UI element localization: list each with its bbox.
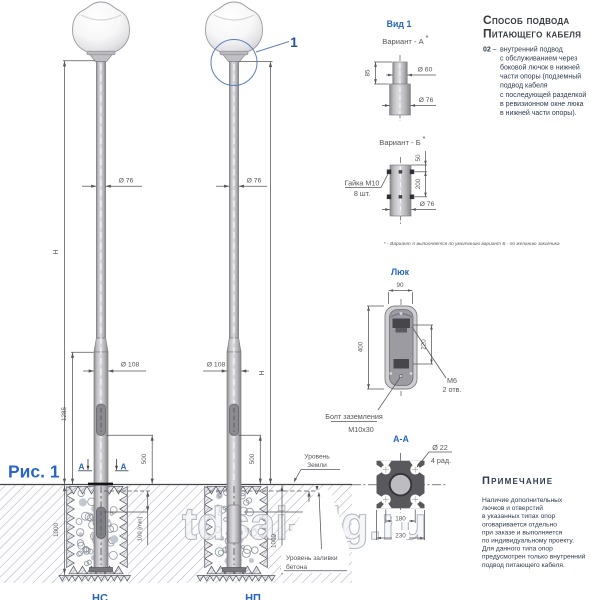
- svg-text:50: 50: [415, 154, 422, 162]
- svg-text:подвод кабеля: подвод кабеля: [500, 82, 548, 90]
- svg-text:М10х30: М10х30: [348, 425, 374, 434]
- svg-text:НС: НС: [92, 593, 108, 600]
- svg-text:1: 1: [290, 35, 298, 50]
- svg-text:Ø 76: Ø 76: [419, 97, 434, 104]
- svg-text:Уровень: Уровень: [304, 454, 330, 461]
- svg-text:А: А: [79, 461, 85, 471]
- svg-text:Вариант - Б: Вариант - Б: [379, 138, 420, 147]
- svg-text:Уровень заливки: Уровень заливки: [286, 555, 338, 562]
- svg-text:Ø 22: Ø 22: [432, 443, 448, 452]
- svg-text:230: 230: [395, 533, 406, 540]
- svg-text:85: 85: [365, 69, 372, 77]
- svg-text:с обслуживанием через: с обслуживанием через: [500, 55, 577, 63]
- svg-text:8 шт.: 8 шт.: [354, 189, 370, 198]
- svg-text:*: *: [423, 134, 426, 143]
- svg-text:предусмотрен только внутренний: предусмотрен только внутренний: [482, 553, 586, 561]
- svg-text:Болт заземления: Болт заземления: [325, 412, 383, 421]
- svg-text:500: 500: [249, 453, 256, 464]
- svg-text:220: 220: [421, 339, 428, 350]
- svg-text:02: 02: [483, 47, 491, 54]
- svg-text:Наличие дополнительных: Наличие дополнительных: [482, 497, 563, 504]
- svg-text:бетона: бетона: [286, 563, 307, 571]
- svg-text:H: H: [53, 249, 60, 254]
- svg-text:100 [min]: 100 [min]: [138, 517, 144, 542]
- svg-text:Ø 76: Ø 76: [119, 178, 134, 185]
- svg-text:Ø 108: Ø 108: [207, 362, 226, 369]
- svg-text:500: 500: [141, 453, 148, 464]
- svg-text:Рис. 1: Рис. 1: [8, 462, 60, 482]
- svg-text:в указанных типах опор: в указанных типах опор: [482, 513, 556, 520]
- svg-text:180: 180: [395, 516, 406, 523]
- svg-text:Ø 76: Ø 76: [420, 201, 435, 208]
- svg-text:Люк: Люк: [391, 267, 410, 277]
- svg-text:90: 90: [396, 282, 404, 289]
- svg-text:Для данного типа опор: Для данного типа опор: [482, 546, 553, 553]
- svg-text:*: *: [426, 33, 429, 42]
- svg-text:А-А: А-А: [393, 434, 409, 444]
- svg-text:Способ подвода: Способ подвода: [483, 13, 569, 27]
- svg-text:внутренний подвод: внутренний подвод: [500, 46, 563, 54]
- svg-text:Ø 60: Ø 60: [418, 67, 433, 74]
- svg-text:подвод питающего кабеля.: подвод питающего кабеля.: [482, 561, 565, 569]
- svg-text:H: H: [259, 370, 266, 375]
- svg-text:боковой лючок в нижней: боковой лючок в нижней: [500, 64, 580, 72]
- svg-text:200: 200: [415, 178, 422, 189]
- svg-text:1285: 1285: [61, 407, 68, 422]
- svg-text:Примечание: Примечание: [482, 475, 553, 487]
- svg-text:Вид 1: Вид 1: [387, 19, 412, 29]
- svg-text:1000: 1000: [271, 534, 278, 549]
- svg-text:2 отв.: 2 отв.: [443, 385, 462, 394]
- svg-text:при заказе и выполняется: при заказе и выполняется: [482, 529, 563, 536]
- svg-text:Питающего кабеля: Питающего кабеля: [483, 27, 581, 41]
- svg-text:в нижней части опоры).: в нижней части опоры).: [500, 109, 577, 117]
- svg-text:с последующей разделкой: с последующей разделкой: [500, 91, 586, 99]
- svg-text:Вариант - А: Вариант - А: [382, 37, 424, 46]
- svg-text:* - Вариант А выполняется по: * - Вариант А выполняется по умолчанию в…: [384, 241, 560, 247]
- svg-text:Ø 76: Ø 76: [247, 178, 262, 185]
- svg-text:М6: М6: [447, 376, 457, 385]
- svg-text:оговаривается отдельно: оговаривается отдельно: [482, 521, 557, 528]
- svg-text:А: А: [121, 461, 127, 471]
- svg-text:Гайка М10: Гайка М10: [345, 179, 380, 188]
- svg-text:400: 400: [358, 341, 365, 352]
- svg-text:по индивидуальному проекту.: по индивидуальному проекту.: [482, 538, 574, 545]
- svg-text:4 рад.: 4 рад.: [431, 456, 451, 465]
- svg-text:НП: НП: [245, 593, 261, 600]
- svg-text:Ø 108: Ø 108: [121, 362, 140, 369]
- svg-text:в ревизионном окне люка: в ревизионном окне люка: [500, 101, 584, 108]
- svg-text:Земли: Земли: [307, 462, 327, 469]
- svg-text:1000: 1000: [53, 523, 60, 538]
- svg-text:лючков и отверстий: лючков и отверстий: [482, 504, 543, 512]
- svg-text:–: –: [493, 47, 497, 54]
- svg-text:части опоры (подземный: части опоры (подземный: [500, 73, 581, 81]
